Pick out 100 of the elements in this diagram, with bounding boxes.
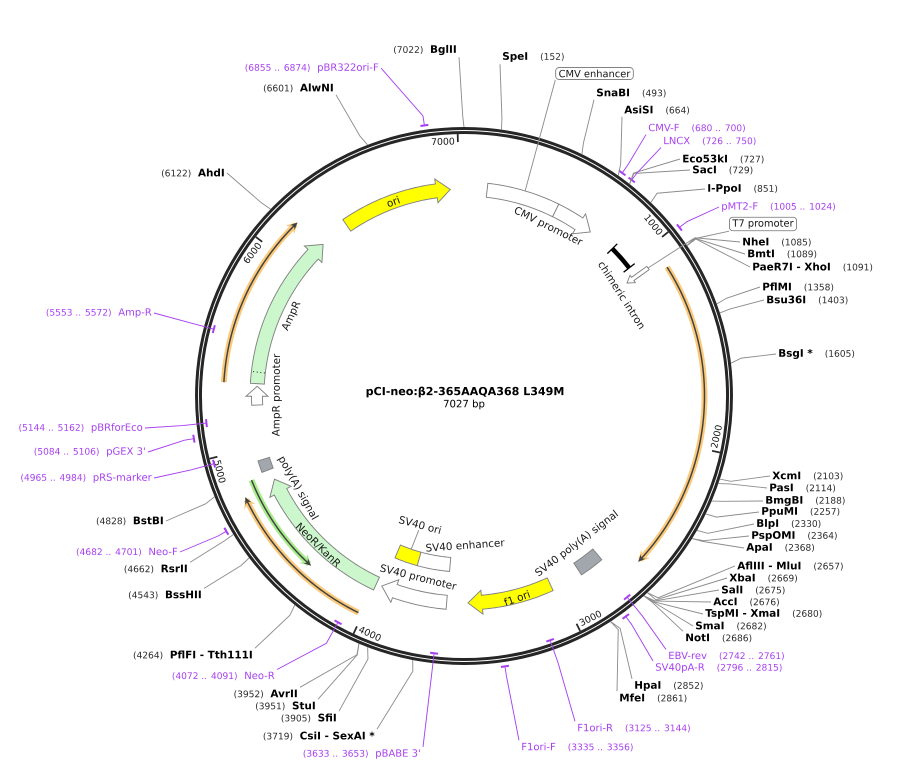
site-label: SacI (729) xyxy=(693,166,752,174)
site-label: (3951) StuI xyxy=(256,702,315,710)
site-label: PaeR7I - XhoI (1091) xyxy=(753,262,872,272)
site-label: BmtI (1089) xyxy=(748,250,816,258)
site-label: (6122) AhdI xyxy=(162,168,224,178)
primer-mark xyxy=(334,619,342,626)
site-label: XbaI (2669) xyxy=(729,573,797,583)
primer-mark xyxy=(622,613,630,620)
leader-line xyxy=(629,158,680,185)
primer-label: F1ori-R (3125 .. 3144) xyxy=(578,724,690,732)
leader-line xyxy=(190,534,234,563)
label-box: T7 promoter xyxy=(729,216,797,232)
site-label: PspOMI (2364) xyxy=(752,531,837,541)
primer-label: (4965 .. 4984) pRS-marker xyxy=(21,473,152,483)
site-label: SmaI (2682) xyxy=(696,622,766,630)
tick-label: 3000 xyxy=(579,610,602,626)
primer-label: F1ori-F (3335 .. 3356) xyxy=(522,742,633,752)
site-label: Bsu36I (1403) xyxy=(767,296,848,304)
leader-line xyxy=(686,238,750,268)
site-label: TspMI - XmaI (2680) xyxy=(705,609,822,619)
leader-line xyxy=(646,578,728,600)
leader-line xyxy=(618,116,622,176)
leader-line xyxy=(276,622,338,670)
site-label: AccI (2676) xyxy=(713,598,779,606)
primer-mark xyxy=(546,638,554,642)
primer-mark xyxy=(205,418,208,428)
feature-label: SV40 ori xyxy=(398,516,442,534)
primer-mark xyxy=(430,652,438,655)
leader-line xyxy=(644,595,712,602)
leader-line xyxy=(627,597,666,650)
leader-line xyxy=(644,595,694,626)
primer-mark xyxy=(500,664,510,668)
site-label: NotI (2686) xyxy=(686,634,752,642)
leader-line xyxy=(644,595,684,632)
site-label: HpaI (2852) xyxy=(635,681,703,691)
site-label: ApaI (2368) xyxy=(746,543,814,553)
primer-label: (5084 .. 5106) pGEX 3' xyxy=(34,447,145,457)
leader-line xyxy=(705,512,760,518)
primer-mark xyxy=(224,527,230,536)
leader-line xyxy=(644,595,704,614)
site-label: (4662) RsrII xyxy=(124,564,187,574)
primer-label: CMV-F (680 .. 700) xyxy=(648,124,745,132)
primer-label: (6855 .. 6874) pBR322ori-F xyxy=(246,63,378,73)
leader-line xyxy=(719,300,764,314)
leader-line xyxy=(730,354,776,364)
leader-line xyxy=(154,463,214,478)
leader-line xyxy=(716,286,760,304)
primer-mark xyxy=(628,176,636,184)
site-label: MfeI (2861) xyxy=(620,693,686,703)
site-label: SnaBI (493) xyxy=(597,88,666,98)
site-label: PpuMI (2257) xyxy=(762,507,840,517)
leader-line xyxy=(254,604,296,649)
site-label: Eco53kI (727) xyxy=(683,154,764,164)
site-label: SalI (2675) xyxy=(722,585,785,595)
leader-line xyxy=(692,538,744,548)
site-label: (3719) CsiI - SexAI * xyxy=(264,731,375,741)
leader-line xyxy=(422,654,434,748)
site-label: SpeI (152) xyxy=(503,52,564,62)
feature-block xyxy=(626,266,650,284)
leader-line xyxy=(148,438,194,452)
primer-label: (3633 .. 3653) pBABE 3' xyxy=(304,749,420,759)
leader-line xyxy=(648,230,730,268)
site-label: I-PpoI (851) xyxy=(708,184,778,194)
leader-line xyxy=(626,616,654,662)
leader-line xyxy=(300,643,360,688)
leader-line xyxy=(550,640,576,722)
leader-line xyxy=(524,79,556,192)
site-label: (4828) BstBI xyxy=(96,516,163,526)
leader-line xyxy=(144,422,206,428)
feature-block: ori xyxy=(342,178,451,232)
leader-line xyxy=(154,312,214,330)
primer-label: (4072 .. 4091) Neo-R xyxy=(172,672,274,680)
site-label: AflIII - MluI (2657) xyxy=(737,561,843,571)
leader-line xyxy=(410,530,420,550)
leader-line xyxy=(336,94,368,146)
leader-line xyxy=(718,483,768,488)
leader-line xyxy=(380,68,425,126)
leader-line xyxy=(180,531,226,552)
leader-line xyxy=(204,557,250,589)
primer-mark xyxy=(676,224,683,232)
leader-line xyxy=(610,621,632,680)
site-label: PflMI (1358) xyxy=(763,282,834,292)
leader-line xyxy=(696,524,754,534)
primer-label: EBV-rev (2742 .. 2761) xyxy=(669,652,784,660)
leader-line xyxy=(581,99,594,155)
site-label: (6601) AlwNI xyxy=(264,83,333,93)
leader-line xyxy=(500,64,502,130)
leader-line xyxy=(610,621,619,692)
leader-line xyxy=(711,500,764,502)
primer-label: pMT2-F (1005 .. 1024) xyxy=(722,202,835,212)
primer-label: (5553 .. 5572) Amp-R xyxy=(46,308,152,318)
site-label: BmgBI (2188) xyxy=(766,496,845,506)
site-label: BsgI * (1605) xyxy=(779,349,854,359)
leader-line xyxy=(629,170,690,185)
primer-mark xyxy=(192,434,196,443)
leader-line xyxy=(338,646,368,712)
primer-label: LNCX (726 .. 750) xyxy=(664,136,756,146)
label-box: CMV enhancer xyxy=(555,67,634,80)
leader-line xyxy=(622,134,646,173)
primer-label: (5144 .. 5162) pBRforEco xyxy=(19,423,142,433)
